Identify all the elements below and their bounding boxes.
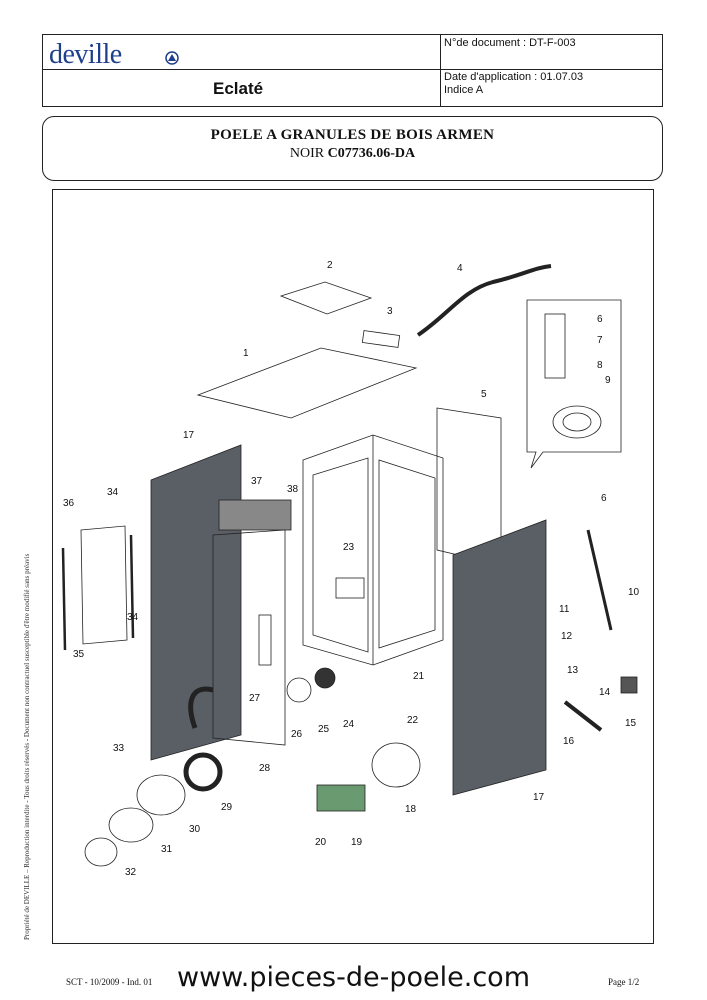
part-seal-ring <box>183 752 223 792</box>
application-date: Date d'application : 01.07.03 <box>444 71 584 83</box>
label-20: 20 <box>315 837 327 848</box>
label-9: 9 <box>605 375 611 386</box>
label-15: 15 <box>625 718 637 729</box>
product-title-box: POELE A GRANULES DE BOIS ARMEN NOIR C077… <box>42 116 663 181</box>
label-4: 4 <box>457 263 463 274</box>
label-34b: 34 <box>127 612 139 623</box>
label-2: 2 <box>327 260 333 271</box>
part-16 <box>563 700 603 732</box>
part-glass <box>80 525 128 645</box>
label-13: 13 <box>567 665 579 676</box>
product-reference: C07736.06-DA <box>327 146 416 161</box>
label-25: 25 <box>318 724 330 735</box>
part-hopper-lid <box>279 281 373 315</box>
copyright-note: Propriété de DEVILLE – Reproduction inte… <box>23 553 31 940</box>
product-reference-line: NOIR C07736.06-DA <box>43 146 662 162</box>
label-17b: 17 <box>533 792 545 803</box>
label-27: 27 <box>249 693 261 704</box>
part-32 <box>84 837 118 867</box>
label-19: 19 <box>351 837 363 848</box>
label-3: 3 <box>387 306 393 317</box>
label-18: 18 <box>405 804 417 815</box>
label-34a: 34 <box>107 487 119 498</box>
doc-title: Eclaté <box>213 79 264 98</box>
label-8: 8 <box>597 360 603 371</box>
part-25 <box>314 667 336 689</box>
label-33: 33 <box>113 743 125 754</box>
part-top-plate <box>196 347 418 419</box>
label-16: 16 <box>563 736 575 747</box>
part-lid-handle <box>361 330 401 348</box>
part-motor <box>335 577 365 599</box>
part-side-panel-left <box>150 444 242 761</box>
label-31: 31 <box>161 844 173 855</box>
header-divider-vertical <box>440 35 441 106</box>
label-28: 28 <box>259 763 271 774</box>
part-control-box <box>526 299 622 469</box>
brand-logo: deville <box>49 39 122 70</box>
label-1: 1 <box>243 348 249 359</box>
label-6b: 6 <box>601 493 607 504</box>
part-31 <box>108 807 154 843</box>
label-24: 24 <box>343 719 355 730</box>
label-12: 12 <box>561 631 573 642</box>
document-header: deville Eclaté N°de document : DT-F-003 … <box>42 34 663 107</box>
label-30: 30 <box>189 824 201 835</box>
product-color: NOIR <box>289 146 328 161</box>
label-14: 14 <box>599 687 611 698</box>
part-gasket <box>416 264 552 337</box>
part-15 <box>620 676 638 694</box>
product-title: POELE A GRANULES DE BOIS ARMEN <box>210 127 495 143</box>
part-labels: 1 2 3 4 5 6 7 8 9 6 10 11 12 13 14 15 16… <box>63 260 640 878</box>
part-circuit-board <box>316 784 366 812</box>
label-22: 22 <box>407 715 419 726</box>
part-blower <box>371 742 421 788</box>
label-5: 5 <box>481 389 487 400</box>
label-10: 10 <box>628 587 640 598</box>
label-38: 38 <box>287 484 299 495</box>
doc-date-block: Date d'application : 01.07.03 Indice A <box>444 71 583 97</box>
exploded-view-frame: 1 2 3 4 5 6 7 8 9 6 10 11 12 13 14 15 16… <box>52 189 654 944</box>
footer-website[interactable]: www.pieces-de-poele.com <box>177 962 530 993</box>
footer-page-number: Page 1/2 <box>608 977 640 987</box>
label-29: 29 <box>221 802 233 813</box>
label-37: 37 <box>251 476 263 487</box>
doc-number: N°de document : DT-F-003 <box>444 37 576 49</box>
door-arrow <box>188 686 214 729</box>
label-17a: 17 <box>183 430 195 441</box>
label-7: 7 <box>597 335 603 346</box>
part-26 <box>286 677 312 703</box>
brand-flame-icon <box>165 51 179 65</box>
part-door <box>212 529 286 746</box>
part-feed-screw <box>586 529 613 631</box>
label-35: 35 <box>73 649 85 660</box>
label-6: 6 <box>597 314 603 325</box>
part-fan-housing <box>136 774 186 816</box>
label-32: 32 <box>125 867 137 878</box>
part-power-cord <box>552 405 602 439</box>
footer-revision: SCT - 10/2009 - Ind. 01 <box>66 977 153 987</box>
exploded-view-drawing: 1 2 3 4 5 6 7 8 9 6 10 11 12 13 14 15 16… <box>61 260 640 878</box>
label-26: 26 <box>291 729 303 740</box>
part-side-panel-right <box>452 519 547 796</box>
label-11: 11 <box>559 604 570 615</box>
label-23: 23 <box>343 542 355 553</box>
header-divider-horizontal <box>43 69 662 70</box>
part-grille <box>218 499 292 531</box>
part-27 <box>258 614 272 666</box>
label-36: 36 <box>63 498 75 509</box>
doc-index: Indice A <box>444 84 484 96</box>
label-21: 21 <box>413 671 425 682</box>
